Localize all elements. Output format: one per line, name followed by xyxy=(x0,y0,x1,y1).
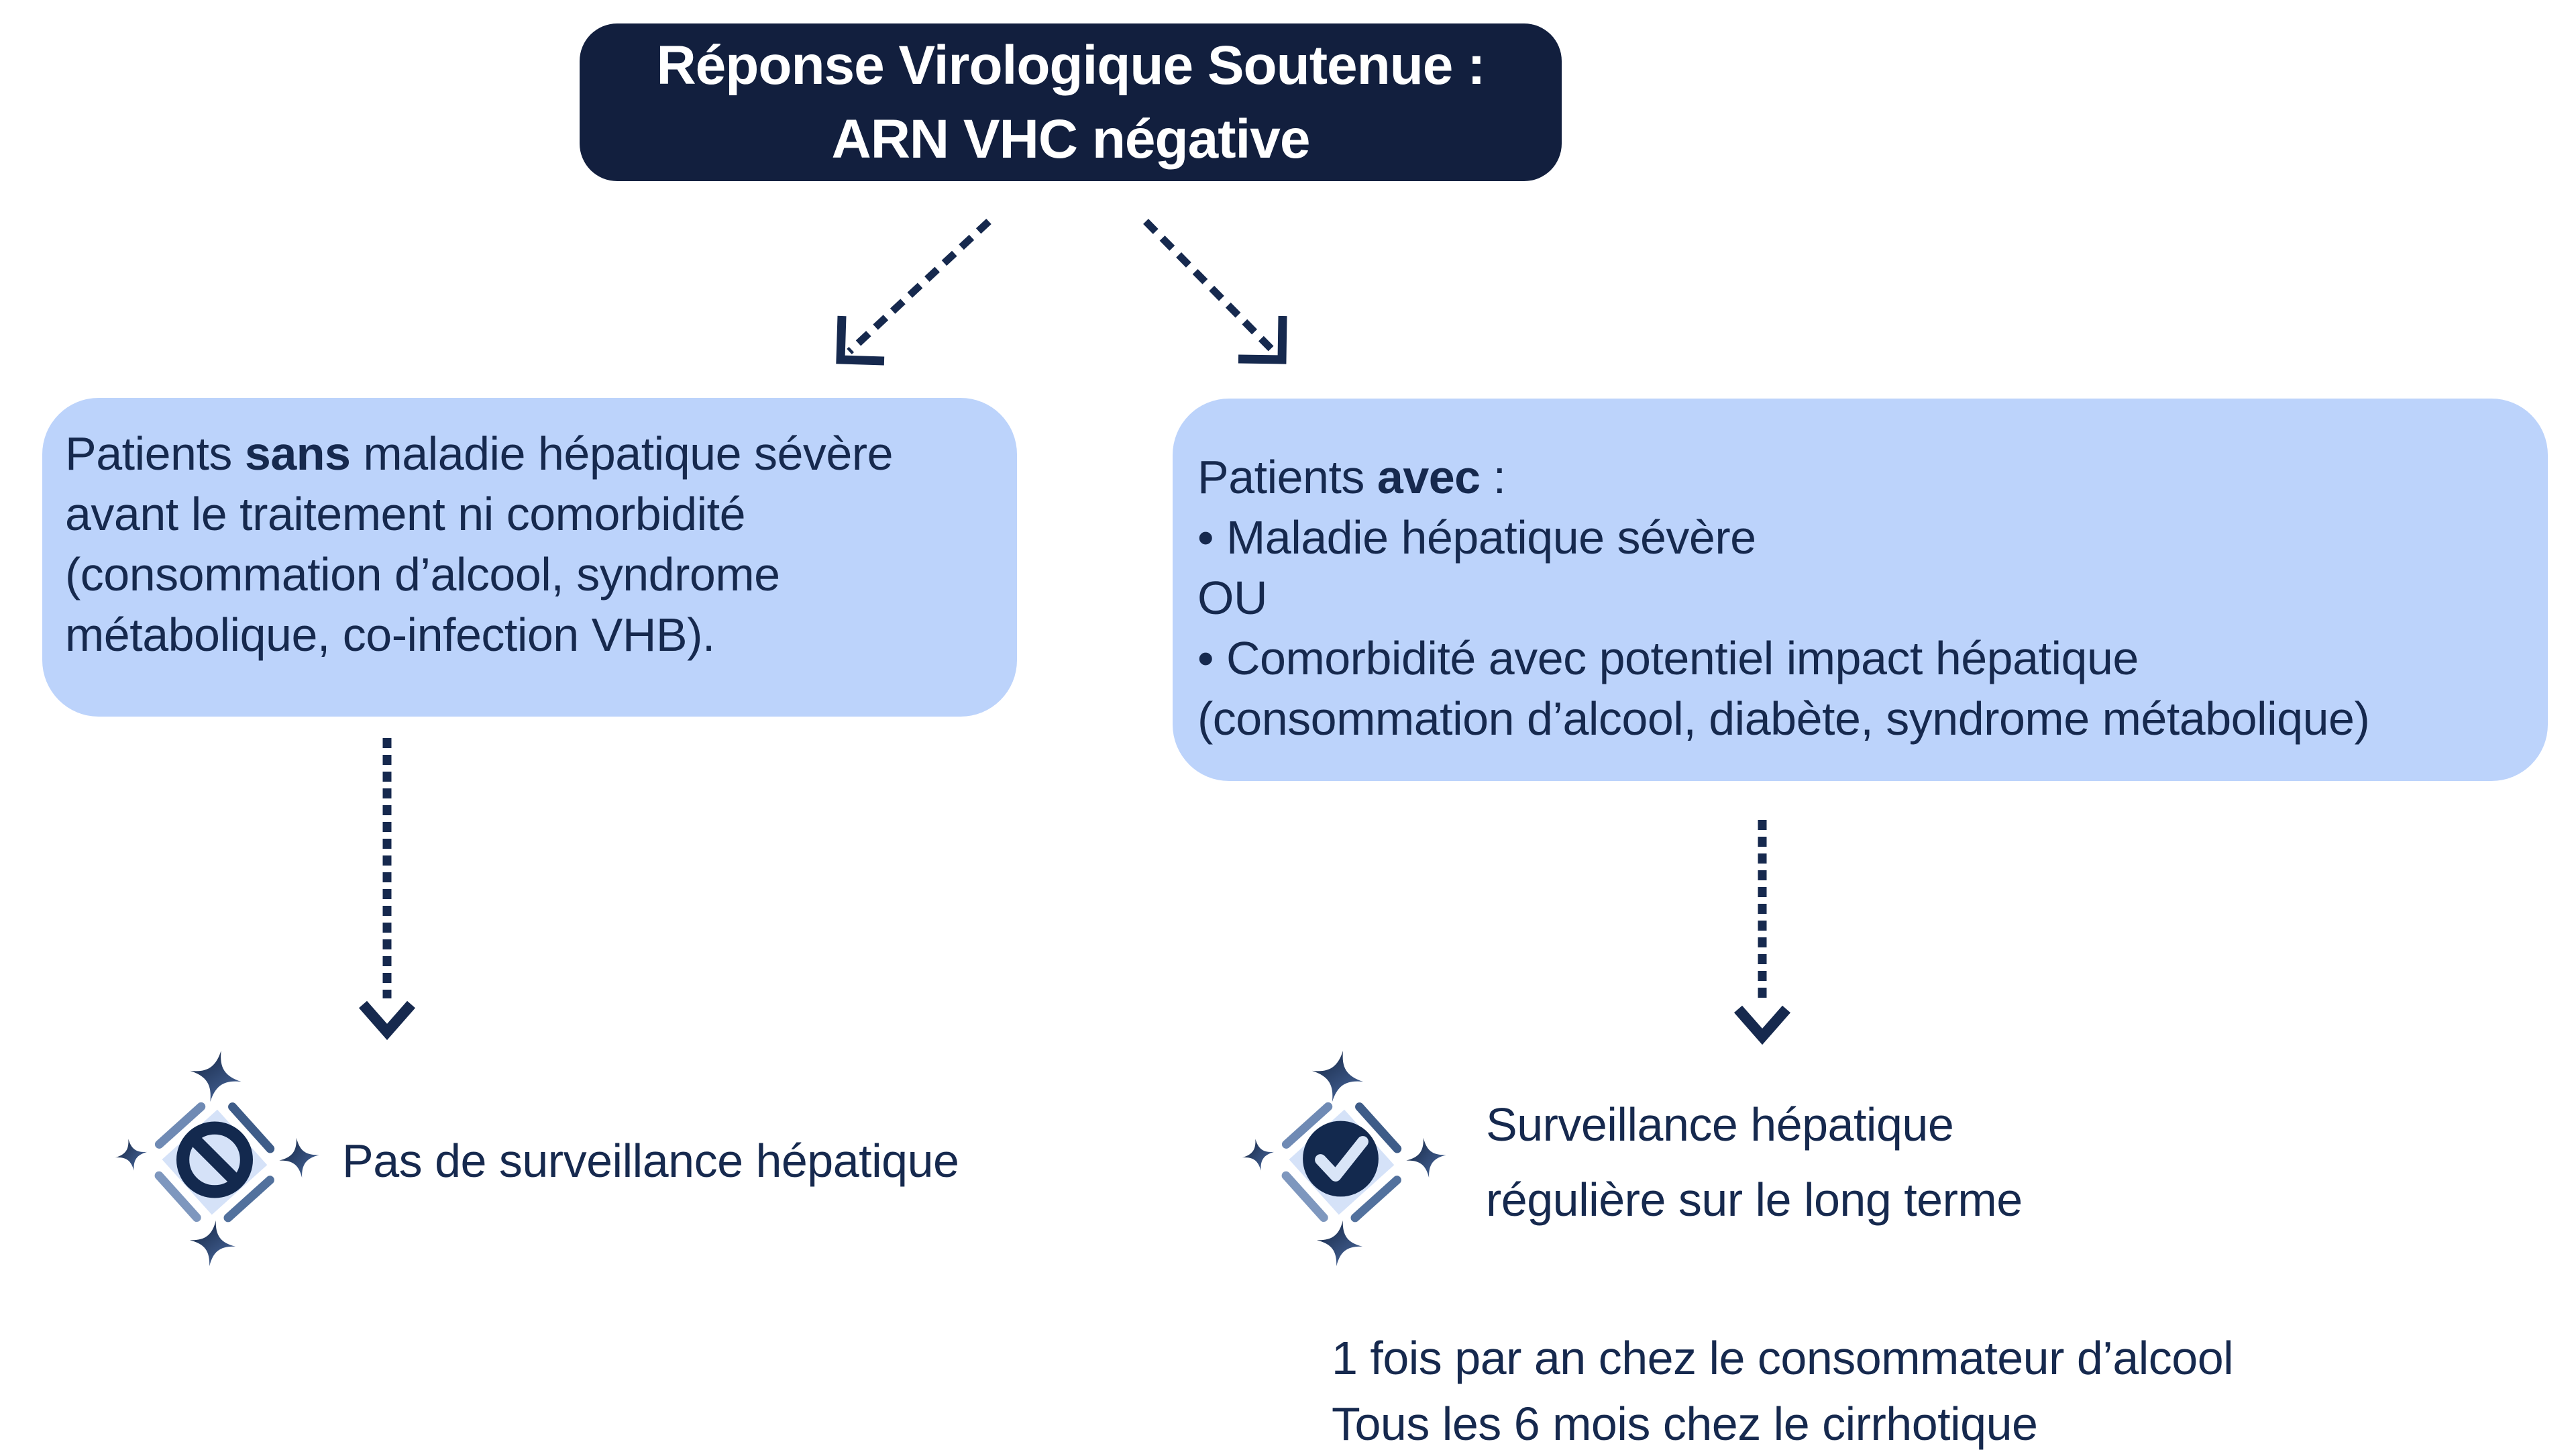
frequency-note-line-2: Tous les 6 mois chez le cirrhotique xyxy=(1332,1398,2038,1450)
sparkle-icon xyxy=(276,1135,322,1181)
surveillance-label: Surveillance hépatique régulière sur le … xyxy=(1486,1087,2023,1237)
patients-with-box: Patients avec : • Maladie hépatique sévè… xyxy=(1173,399,2548,781)
right-box-line-5: (consommation d’alcool, diabète, syndrom… xyxy=(1197,692,2370,745)
sparkle-icon xyxy=(186,1217,239,1269)
left-box-intro-prefix: Patients xyxy=(65,427,245,480)
sparkle-icon xyxy=(112,1136,150,1174)
sparkle-icon xyxy=(1403,1135,1449,1181)
left-box-line-3: (consommation d’alcool, syndrome xyxy=(65,548,780,601)
patients-without-box: Patients sans maladie hépatique sévère a… xyxy=(42,398,1017,717)
left-box-line-4: métabolique, co-infection VHB). xyxy=(65,609,715,661)
surveillance-label-line-1: Surveillance hépatique xyxy=(1486,1098,1954,1151)
right-box-line-1: Patients avec : xyxy=(1197,447,2548,507)
surveillance-frequency-note: 1 fois par an chez le consommateur d’alc… xyxy=(1332,1325,2234,1456)
check-symbol xyxy=(1303,1121,1379,1197)
no-entry-sparkle-icon xyxy=(112,1045,322,1269)
arrow-right-box-to-outcome xyxy=(1733,820,1791,1045)
right-box-intro-suffix: : xyxy=(1480,451,1506,503)
right-box-line-3: OU xyxy=(1197,572,1268,624)
check-sparkle-icon xyxy=(1239,1045,1449,1269)
right-box-intro-prefix: Patients xyxy=(1197,451,1377,503)
sparkle-icon xyxy=(1306,1045,1369,1108)
arrow-left-box-to-outcome xyxy=(358,738,416,1041)
sparkle-icon xyxy=(1313,1217,1366,1269)
arrow-title-to-right-box xyxy=(1143,219,1287,364)
left-box-intro-suffix: maladie hépatique sévère xyxy=(350,427,894,480)
frequency-note-line-1: 1 fois par an chez le consommateur d’alc… xyxy=(1332,1332,2234,1384)
right-box-line-4: • Comorbidité avec potentiel impact hépa… xyxy=(1197,632,2139,684)
surveillance-label-line-2: régulière sur le long terme xyxy=(1486,1174,2023,1226)
title-box: Réponse Virologique Soutenue : ARN VHC n… xyxy=(580,23,1562,181)
left-box-line-1: Patients sans maladie hépatique sévère xyxy=(65,423,1017,484)
sparkle-icon xyxy=(184,1045,247,1108)
title-line-2: ARN VHC négative xyxy=(831,108,1310,170)
no-surveillance-label: Pas de surveillance hépatique xyxy=(342,1135,959,1187)
left-box-line-2: avant le traitement ni comorbidité xyxy=(65,488,746,540)
sparkle-icon xyxy=(1239,1136,1277,1174)
arrow-title-to-left-box xyxy=(836,218,991,366)
left-box-intro-bold: sans xyxy=(244,427,351,480)
no-entry-symbol xyxy=(176,1121,254,1198)
right-box-line-2: • Maladie hépatique sévère xyxy=(1197,511,1756,564)
right-box-intro-bold: avec xyxy=(1377,451,1481,503)
title-line-1: Réponse Virologique Soutenue : xyxy=(656,34,1485,96)
